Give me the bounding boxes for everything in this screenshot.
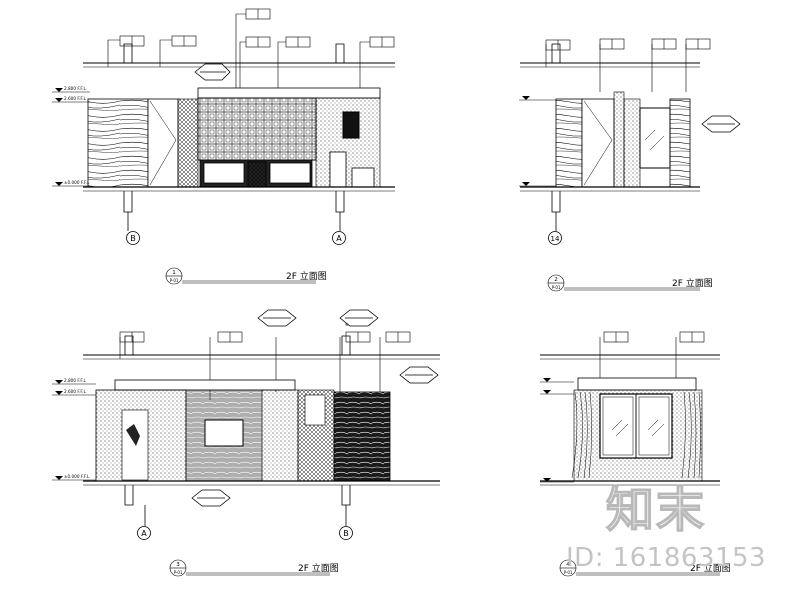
sheet-ref-tr: P-01 — [552, 285, 561, 290]
axis-marker-bl-right: B — [343, 529, 349, 538]
level-label-head: 2.600 F.F.L — [64, 96, 86, 101]
sheet-ref-br: P-01 — [564, 570, 573, 575]
level-label-floor: ±0.000 F.F.L — [64, 180, 90, 185]
sheet-ref-bl: P-01 — [174, 570, 183, 575]
level-label-ceiling-bl: 2.800 F.F.L — [64, 378, 86, 383]
axis-marker-tr-left: 14 — [551, 235, 560, 243]
watermark-logo: 知末 — [605, 481, 707, 538]
view-number-bl: 3 — [176, 562, 180, 568]
view-title-tl: 2F 立面图 — [286, 270, 327, 282]
level-label-ceiling: 2.800 F.F.L — [64, 86, 86, 91]
sheet-ref-tl: P-01 — [170, 278, 179, 283]
view-number-tl: 1 — [172, 270, 176, 276]
view-number-tr: 2 — [554, 277, 558, 283]
elevation-bottom-left: 2.800 F.F.L 2.600 F.F.L ±0.000 F.F.L A B… — [52, 309, 440, 577]
watermark-id: ID: 161863153 — [566, 543, 767, 573]
view-title-tr: 2F 立面图 — [672, 277, 713, 289]
axis-marker-tl-left: B — [130, 234, 136, 243]
axis-marker-tl-right: A — [336, 234, 342, 243]
axis-marker-bl-left: A — [141, 529, 147, 538]
level-label-floor-bl: ±0.000 F.F.L — [64, 474, 90, 479]
elevation-bottom-right: 4 P-01 2F 立面图 — [540, 331, 731, 577]
level-label-head-bl: 2.600 F.F.L — [64, 389, 86, 394]
elevation-top-left: 2.800 F.F.L 2.600 F.F.L ±0.000 F.F.L — [52, 8, 395, 285]
view-title-bl: 2F 立面图 — [298, 562, 339, 574]
view-number-br: 4 — [566, 562, 570, 568]
view-title-br: 2F 立面图 — [690, 562, 731, 574]
elevation-top-right: 14 2 P-01 2F 立面图 — [519, 38, 741, 292]
